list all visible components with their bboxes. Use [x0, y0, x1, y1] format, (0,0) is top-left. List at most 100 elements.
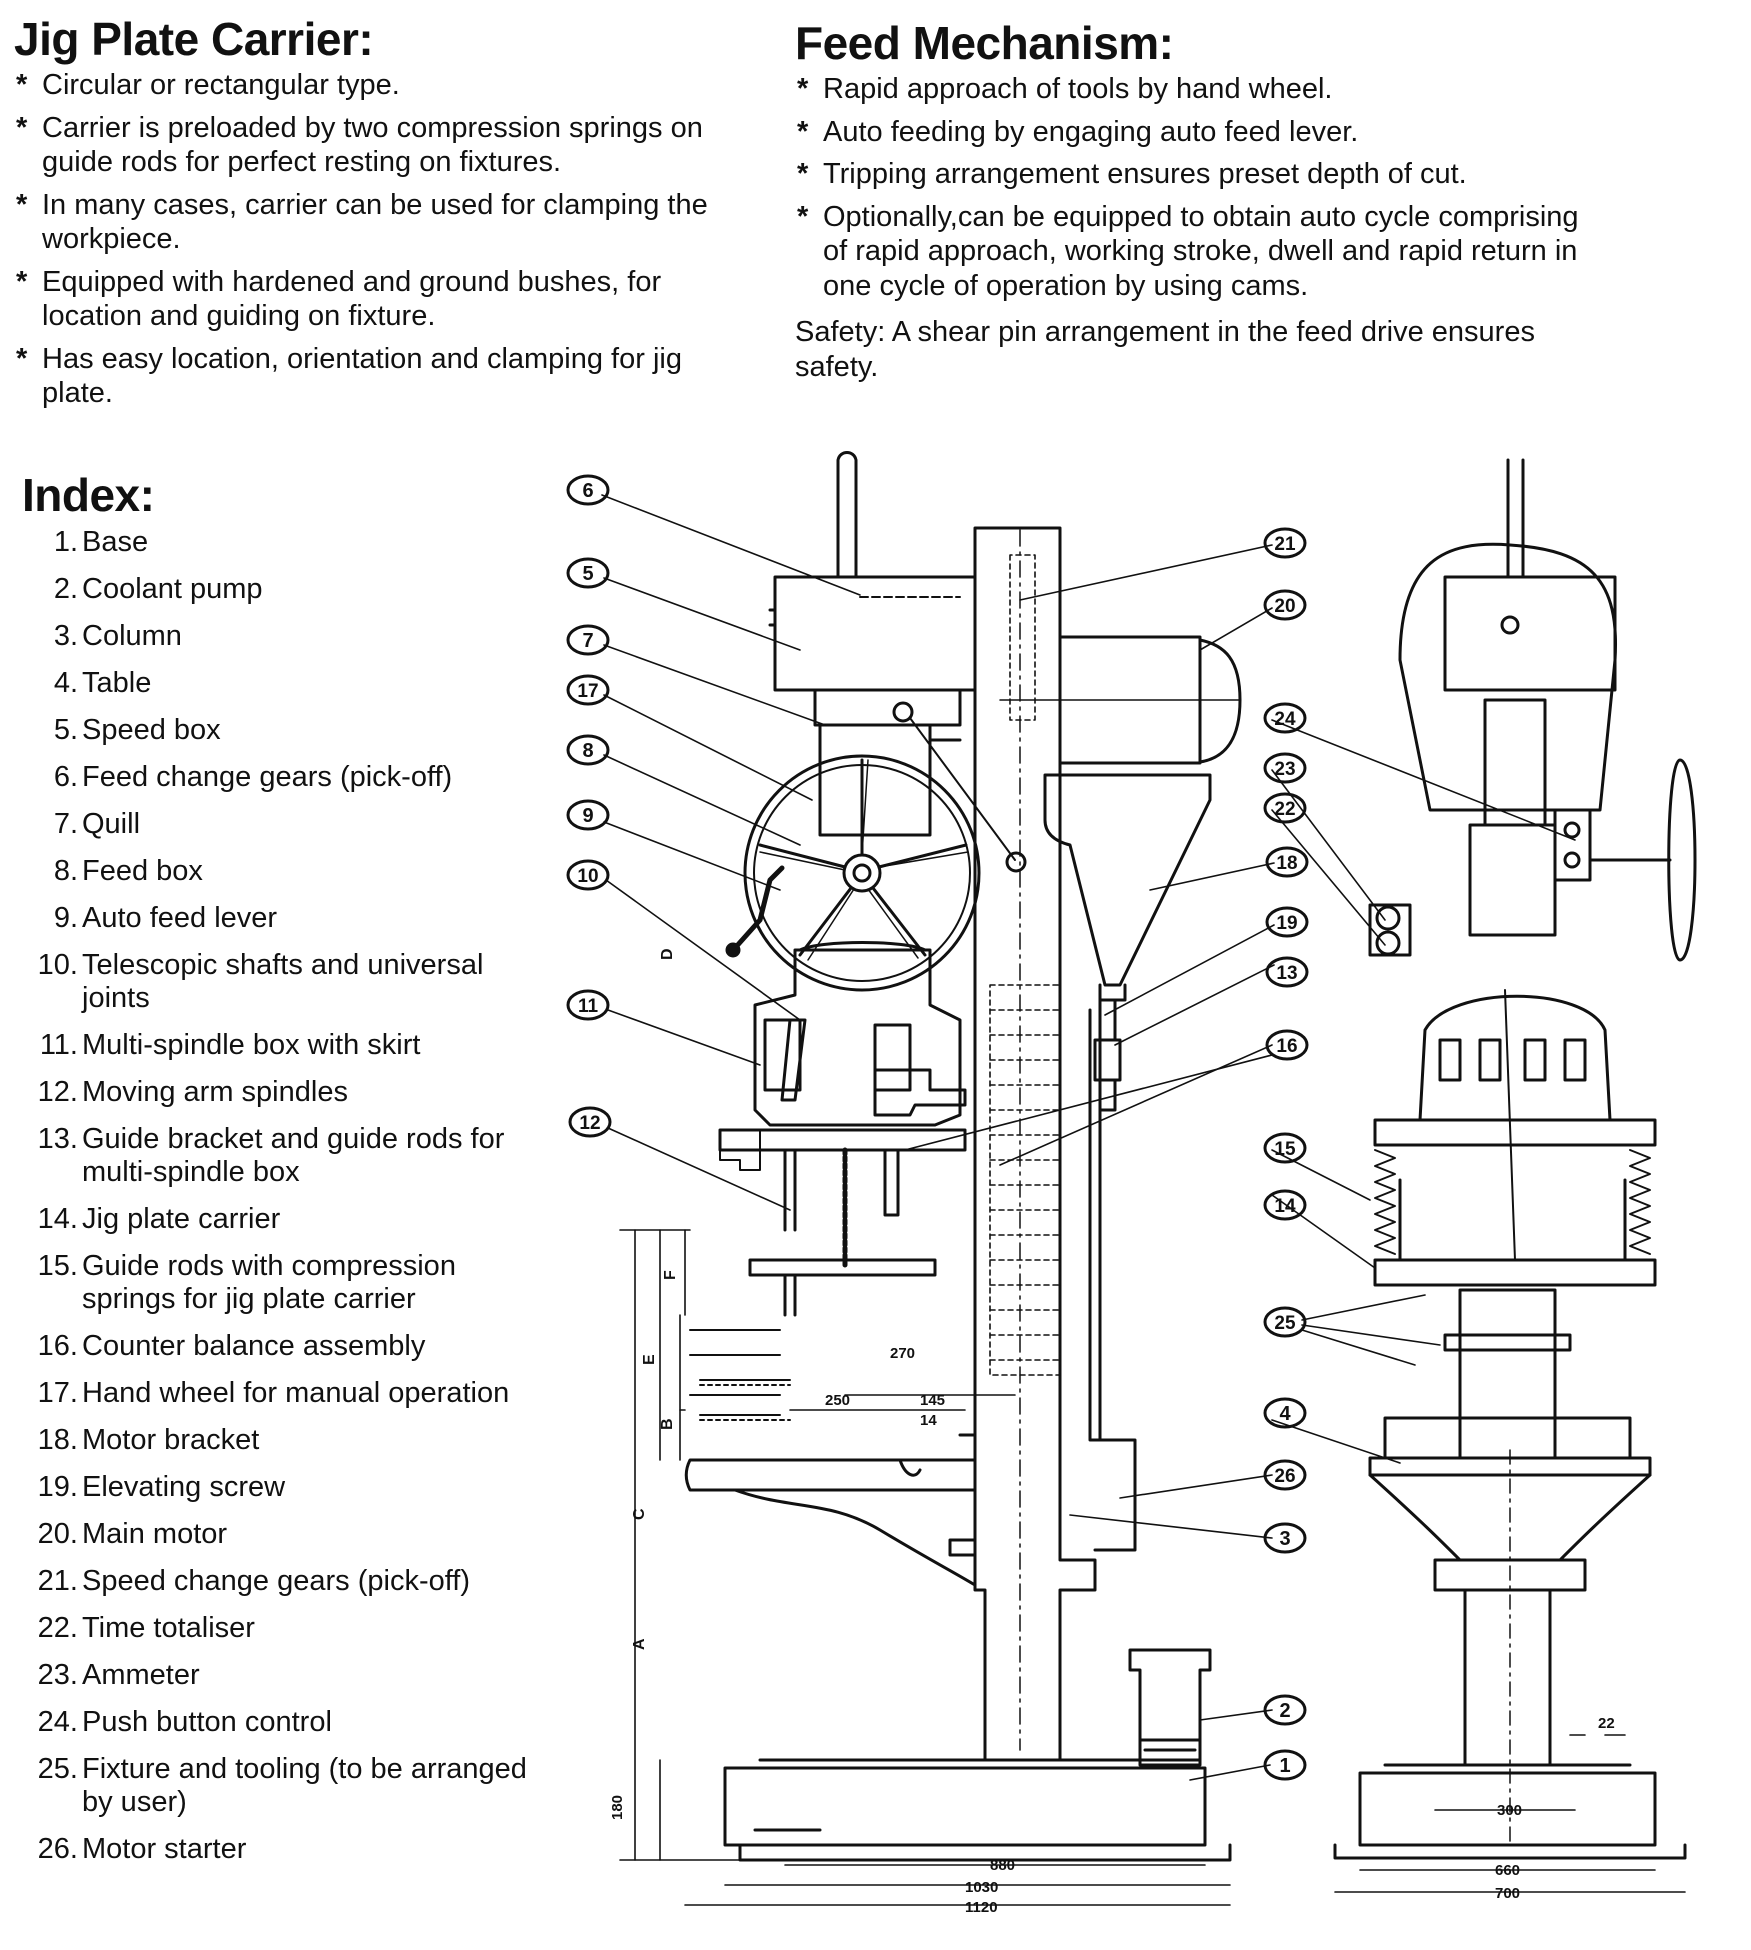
list-item: Has easy location, orientation and clamp…: [14, 342, 754, 411]
callout-3: 3: [1263, 1522, 1307, 1554]
index-section: Index: 1.Base 2.Coolant pump 3.Column 4.…: [22, 470, 542, 1880]
index-item: 25.Fixture and tooling (to be arranged b…: [22, 1753, 542, 1819]
svg-text:16: 16: [1276, 1036, 1297, 1057]
callout-11: 11: [566, 989, 610, 1021]
index-item: 20.Main motor: [22, 1518, 542, 1551]
index-number: 17.: [37, 1377, 78, 1409]
spindle-plate: [718, 1128, 967, 1152]
quill: [813, 688, 962, 727]
index-item: 14.Jig plate carrier: [22, 1203, 542, 1236]
index-number: 15.: [37, 1250, 78, 1282]
index-label: Motor bracket: [82, 1424, 260, 1456]
index-label: Speed box: [82, 714, 221, 746]
callout-19: 19: [1265, 906, 1309, 938]
index-label: Table: [82, 667, 152, 699]
index-item: 1.Base: [22, 526, 542, 559]
spindle-plate-block: [719, 1129, 761, 1171]
svg-text:25: 25: [1274, 1313, 1296, 1334]
index-title: Index:: [22, 469, 155, 521]
svg-text:8: 8: [582, 740, 593, 762]
index-number: 4.: [53, 667, 78, 699]
front-jig-carrier: [1373, 1258, 1657, 1287]
leader-lines: [601, 494, 1576, 1781]
index-item: 18.Motor bracket: [22, 1424, 542, 1457]
index-item: 2.Coolant pump: [22, 573, 542, 606]
dimension-700: 700: [1495, 1885, 1520, 1902]
base-foot: [738, 1843, 1232, 1862]
index-item: 11.Multi-spindle box with skirt: [22, 1029, 542, 1062]
front-box-windows: [1438, 1038, 1587, 1082]
index-number: 8.: [53, 855, 78, 887]
counter-balance-weights: [989, 554, 1061, 1376]
callout-6: 6: [566, 474, 610, 506]
dimension-1030: 1030: [965, 1879, 998, 1896]
index-number: 22.: [37, 1612, 78, 1644]
feed-mechanism-title: Feed Mechanism:: [795, 17, 1174, 69]
index-number: 20.: [37, 1518, 78, 1550]
dimension-lines: [619, 1229, 1231, 1906]
push-button-1: [1563, 821, 1581, 839]
dimension-300: 300: [1497, 1802, 1522, 1819]
index-item: 15.Guide rods with compression springs f…: [22, 1250, 542, 1316]
index-number: 16.: [37, 1330, 78, 1362]
index-number: 18.: [37, 1424, 78, 1456]
svg-text:13: 13: [1276, 963, 1297, 984]
callout-7: 7: [566, 624, 610, 656]
front-push-buttons: [1553, 808, 1592, 882]
index-item: 9.Auto feed lever: [22, 902, 542, 935]
svg-text:24: 24: [1274, 709, 1296, 730]
callout-10: 10: [566, 859, 610, 891]
callout-9: 9: [566, 799, 610, 831]
svg-text:20: 20: [1274, 596, 1295, 617]
index-number: 6.: [53, 761, 78, 793]
callout-4: 4: [1263, 1397, 1307, 1429]
index-item: 10.Telescopic shafts and universal joint…: [22, 949, 542, 1015]
svg-text:14: 14: [1274, 1196, 1296, 1217]
jig-plate-carrier-list: Circular or rectangular type. Carrier is…: [14, 68, 754, 411]
index-item: 23.Ammeter: [22, 1659, 542, 1692]
dimension-22: 22: [1598, 1715, 1615, 1732]
index-number: 19.: [37, 1471, 78, 1503]
front-fixture-body: [1458, 1288, 1557, 1420]
callout-12: 12: [568, 1106, 612, 1138]
fixture-base-dashes: [699, 1384, 791, 1421]
index-item: 5.Speed box: [22, 714, 542, 747]
svg-text:7: 7: [582, 630, 593, 652]
front-pivot: [1500, 615, 1520, 635]
list-item: Tripping arrangement ensures preset dept…: [795, 157, 1585, 192]
ammeter: [1375, 905, 1401, 931]
list-item: Optionally,can be equipped to obtain aut…: [795, 200, 1585, 304]
callout-1: 1: [1263, 1749, 1307, 1781]
feed-mechanism-list: Rapid approach of tools by hand wheel. A…: [795, 72, 1585, 303]
svg-text:23: 23: [1274, 759, 1295, 780]
callout-16: 16: [1265, 1029, 1309, 1061]
front-spindle-rod: [1506, 458, 1525, 579]
svg-text:17: 17: [577, 681, 598, 702]
telescopic-shaft: [780, 1018, 807, 1102]
table-stop: [958, 1433, 977, 1462]
svg-text:9: 9: [582, 805, 593, 827]
box-top: [798, 941, 927, 952]
index-item: 17.Hand wheel for manual operation: [22, 1377, 542, 1410]
callout-bubbles: 6 5 7 17 8 9 10 11 12 21 20 24 23 22 18 …: [566, 474, 1309, 1781]
callout-15: 15: [1263, 1132, 1307, 1164]
spindle-rod: [836, 451, 858, 579]
svg-text:21: 21: [1274, 534, 1296, 555]
front-feed-head: [1468, 823, 1557, 937]
callout-20: 20: [1263, 589, 1307, 621]
dimension-880: 880: [990, 1857, 1015, 1874]
svg-text:18: 18: [1276, 853, 1297, 874]
jig-plate: [748, 1258, 937, 1277]
index-label: Counter balance assembly: [82, 1330, 426, 1362]
hand-wheel: [743, 754, 981, 992]
motor-bracket: [1043, 773, 1212, 987]
front-spindle-box: [1418, 994, 1612, 1122]
front-fixture: [1383, 1416, 1632, 1460]
svg-text:10: 10: [577, 866, 598, 887]
dimension-c: C: [631, 1508, 648, 1520]
feed-mechanism-section: Feed Mechanism: Rapid approach of tools …: [795, 18, 1585, 385]
index-label: Guide rods with compression springs for …: [82, 1250, 456, 1315]
meter-box: [1368, 903, 1412, 957]
index-number: 25.: [37, 1753, 78, 1785]
